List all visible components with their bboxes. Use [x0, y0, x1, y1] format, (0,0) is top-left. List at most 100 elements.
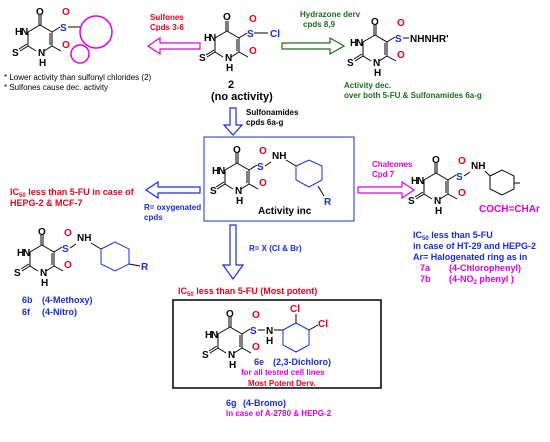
note-text: * Lower activity than sulfonyl chlorides… [4, 73, 152, 82]
atom-o: O [458, 188, 466, 199]
atom-h: H [229, 360, 236, 371]
atom-n: N [209, 33, 216, 44]
hydrazone-branch: Hydrazone derv cpds 8,9 O H N N H S S O … [281, 10, 482, 100]
sulfonamide-core: O H N N H S S O O NH R Activity inc [203, 136, 355, 222]
compound-id: 6g [226, 398, 237, 408]
atom-cl: Cl [318, 319, 328, 330]
compound-name: (4-Nitro) [42, 307, 77, 317]
atom-s: S [247, 29, 254, 40]
ic50-text: in case of HT-29 and HEPG-2 [413, 241, 536, 251]
compound-name: (4-Chlorophenyl) [449, 263, 521, 273]
atom-n: N [225, 53, 232, 64]
arrow-label: cpds 8,9 [303, 20, 336, 29]
most-potent-box [172, 299, 382, 389]
atom-o: O [259, 178, 267, 189]
atom-o: O [252, 310, 260, 321]
atom-o: O [458, 156, 466, 167]
ic50-text: Ar= Halogenated ring as in [413, 252, 527, 262]
halogen-branch: R= X (Cl & Br) IC50 less than 5-FU (Most… [172, 224, 382, 418]
arrow-label: Chalcones [372, 160, 413, 169]
atom-cl: Cl [290, 304, 300, 315]
atom-o: O [249, 46, 257, 57]
atom-o: O [62, 40, 70, 51]
atom-n: N [23, 248, 30, 259]
atom-r: R [141, 262, 149, 273]
atom-s: S [408, 196, 415, 207]
atom-s: S [257, 162, 264, 173]
compound-name: (4-Bromo) [243, 398, 286, 408]
atom-n: N [38, 48, 45, 59]
atom-o: O [64, 228, 72, 239]
ic50-text: HEPG-2 & MCF-7 [10, 198, 83, 208]
benzene-ring-icon [489, 169, 515, 196]
atom-n: N [417, 176, 424, 187]
atom-h: H [226, 63, 233, 74]
atom-n: N [373, 58, 380, 69]
ic50-text: IC50 less than 5-FU (Most potent) [178, 286, 317, 298]
arrow-label: cpds [144, 213, 163, 222]
arrow-label: cpds 6a-g [246, 118, 283, 127]
atom-h: H [205, 330, 212, 341]
note-text: Activity dec. [344, 81, 391, 90]
benzene-ring-icon [295, 159, 323, 188]
atom-n: N [235, 186, 242, 197]
atom-s: S [250, 326, 257, 337]
atom-s: S [395, 34, 402, 45]
compound-name: (4-NO2 phenyl ) [449, 274, 514, 286]
atom-o: O [259, 146, 267, 157]
atom-n: N [434, 196, 441, 207]
atom-o: O [432, 155, 440, 166]
atom-o: O [371, 17, 379, 28]
arrow-down-icon [221, 224, 245, 281]
activity-box [203, 136, 355, 222]
arrow-label: Hydrazone derv [300, 10, 361, 19]
ring-substituent-icon [79, 15, 113, 49]
atom-s: S [60, 23, 67, 34]
atom-h: H [350, 38, 357, 49]
atom-s: S [12, 48, 19, 59]
compound-caption: (no activity) [211, 91, 273, 103]
atom-o: O [252, 342, 260, 353]
atom-hn: H [204, 33, 211, 44]
atom-o: O [397, 50, 405, 61]
atom-n: N [211, 330, 218, 341]
sulfonamides-arrow: Sulfonamides cpds 6a-g [222, 107, 299, 136]
atom-o: O [223, 12, 231, 23]
ic50-text: IC50 less than 5-FU [413, 230, 493, 242]
atom-n: N [21, 27, 28, 38]
atom-s: S [62, 244, 69, 255]
arrow-label: R= oxygenated [144, 203, 201, 212]
arrow-label: Cpds 3-6 [150, 23, 184, 32]
atom-o: O [249, 14, 257, 25]
atom-h: H [17, 248, 24, 259]
atom-r: R [324, 197, 332, 208]
atom-n: N [228, 350, 235, 361]
arrow-right-icon [357, 180, 416, 200]
atom-n: N [356, 38, 363, 49]
atom-h: H [435, 206, 442, 217]
note-text: * Sulfones cause dec. activity [4, 83, 108, 92]
compound-number: 2 [228, 79, 234, 91]
atom-s: S [14, 268, 21, 279]
ring-substituent-icon [70, 44, 90, 64]
atom-n: N [40, 268, 47, 279]
atom-h: H [236, 196, 243, 207]
activity-label: Activity inc [258, 206, 312, 217]
hydrazone-group: NHNHR' [410, 34, 449, 45]
atom-s: S [199, 53, 206, 64]
arrow-right-icon [281, 36, 346, 56]
compound-2: O H N N H S S Cl O O 2 (no activity) [199, 12, 280, 103]
compound-id: 7b [420, 274, 431, 284]
arrow-label: Sulfonamides [246, 108, 299, 117]
atom-o: O [36, 7, 44, 18]
compound-note: for all tested cell lines [241, 368, 325, 377]
atom-n: N [218, 166, 225, 177]
arrow-left-icon [146, 36, 201, 56]
ic50-text: IC50 less than 5-FU in case of [10, 187, 135, 199]
atom-h: H [411, 176, 418, 187]
chalcones-branch: Chalcones Cpd 7 O H N N H S S O O NH COC… [357, 155, 540, 286]
arrow-left-icon [144, 180, 201, 200]
atom-h: H [266, 336, 273, 347]
compound-name: (4-Methoxy) [42, 295, 93, 305]
